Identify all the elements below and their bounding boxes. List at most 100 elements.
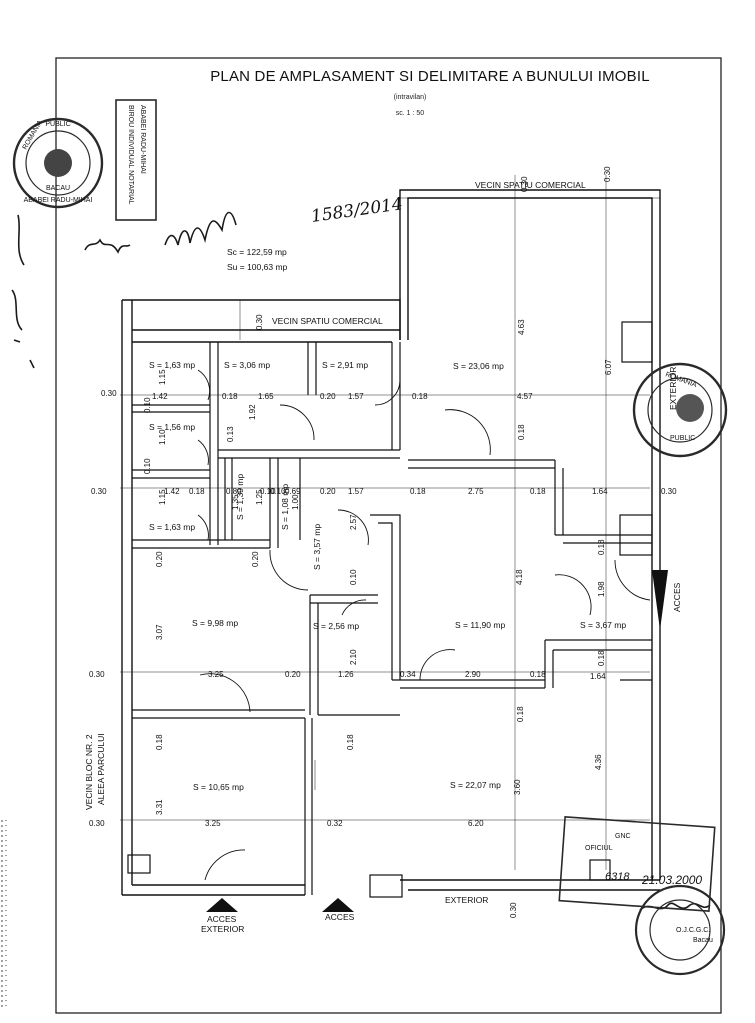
dimension: 0.20: [155, 551, 164, 567]
page-frame: [55, 57, 722, 1014]
access-arrows: [206, 570, 668, 912]
dimension: 1.10: [158, 429, 167, 445]
neighbor-right: EXTERIOR: [668, 367, 678, 410]
dimension: 4.57: [517, 392, 533, 401]
dimension: 3.25: [208, 670, 224, 679]
plan-scale: sc. 1 : 50: [395, 110, 425, 117]
plan-title: PLAN DE AMPLASAMENT SI DELIMITARE A BUNU…: [210, 68, 650, 85]
binding-edge: [1, 820, 7, 1010]
dimension: 1.92: [248, 404, 257, 420]
room-labels: S = 1,63 mp S = 1,56 mp S = 1,63 mp S = …: [149, 360, 626, 792]
stamp-text: PUBLIC: [670, 435, 695, 442]
pillars: [127, 321, 653, 898]
access-right-label: ACCES: [672, 582, 682, 612]
stamp-top-left: ROMANIA ABABEI RADU-MIHAI PUBLIC BACAU: [12, 117, 104, 209]
outer-walls: [121, 189, 661, 896]
room-area: S = 1,63 mp: [149, 360, 195, 370]
dimension: 0.13: [226, 426, 235, 442]
room-area: S = 3,57 mp: [312, 524, 322, 570]
access-arrow-left: [206, 898, 238, 912]
dimension: 1.26: [338, 670, 354, 679]
dimension: 3.60: [513, 779, 522, 795]
stamp-handwritten: 6318: [605, 871, 630, 883]
room-area: S = 9,98 mp: [192, 618, 238, 628]
neighbor-left-1: VECIN BLOC NR. 2: [84, 734, 94, 810]
room-area: S = 1,39 mp: [235, 474, 245, 520]
stamp-text: BIROU INDIVIDUAL NOTARIAL: [127, 105, 134, 205]
access-bottom-left-label-2: EXTERIOR: [201, 924, 244, 934]
stamp-cadastre-box: GNC OFICIUL 6318 21.03.2000: [558, 816, 716, 912]
dimension: 2.57: [349, 514, 358, 530]
dimension: 0.30: [255, 314, 264, 330]
dimension: 0.10: [143, 458, 152, 474]
stamp-text: Bacau: [693, 937, 713, 944]
dimension: 0.30: [603, 166, 612, 182]
stamp-ojcgc: O.J.C.G.C. Bacau: [634, 884, 726, 976]
dimension: 4.36: [594, 754, 603, 770]
dimension: 0.10: [349, 569, 358, 585]
dimension: 1.15: [158, 369, 167, 385]
dimension-labels: 0.30 0.30 0.30 4.63 6.07 4.57 0.18 0.18 …: [89, 166, 677, 918]
dimension: 1.15: [158, 489, 167, 505]
dimension: 1.64: [592, 487, 608, 496]
neighbor-bottom: EXTERIOR: [445, 895, 488, 905]
dimension: 1.57: [348, 487, 364, 496]
dimension: 1.64: [590, 672, 606, 681]
room-area: S = 22,07 mp: [450, 780, 501, 790]
dimension: 1.42: [164, 487, 180, 496]
stamp-notary-box: BIROU INDIVIDUAL NOTARIAL ABABEI RADU-MI…: [115, 99, 157, 221]
neighbor-left-2: ALEEA PARCULUI: [96, 733, 106, 805]
dimension: 6.07: [604, 359, 613, 375]
area-su: Su = 100,63 mp: [227, 262, 288, 272]
access-arrow-right: [652, 570, 668, 630]
stamp-handwritten-date: 21.03.2000: [641, 873, 702, 887]
dimension: 0.20: [320, 392, 336, 401]
dimension: 0.10: [270, 487, 286, 496]
room-area: S = 3,06 mp: [224, 360, 270, 370]
access-bottom-mid-label: ACCES: [325, 912, 355, 922]
stamp-text: OFICIUL: [585, 845, 613, 852]
dimension: 4.18: [515, 569, 524, 585]
dimension: 3.31: [155, 799, 164, 815]
dimension: 0.30: [509, 902, 518, 918]
dimension: 2.10: [349, 649, 358, 665]
dimension: 0.30: [89, 819, 105, 828]
room-area: S = 3,67 mp: [580, 620, 626, 630]
room-area: S = 11,90 mp: [455, 620, 505, 630]
dimension: 0.30: [91, 487, 107, 496]
dimension: 0.30: [101, 389, 117, 398]
room-area: S = 1,08 mp: [280, 484, 290, 530]
dimension: 4.63: [517, 319, 526, 335]
dimension: 0.10: [143, 397, 152, 413]
area-sc: Sc = 122,59 mp: [227, 247, 287, 257]
stamp-right: ROMANIA PUBLIC: [632, 362, 728, 458]
dimension: 1.65: [258, 392, 274, 401]
dimension: 0.80: [226, 487, 242, 496]
dimension: 0.18: [530, 670, 546, 679]
dimension: 2.75: [468, 487, 484, 496]
dimension: 0.32: [327, 819, 343, 828]
handwritten-number: 1583/2014: [310, 194, 404, 227]
access-arrow-mid: [322, 898, 354, 912]
dimension: 0.20: [320, 487, 336, 496]
dimension: 1.00: [291, 494, 300, 510]
dimension: 0.10: [260, 487, 276, 496]
dimension: 0.18: [597, 650, 606, 666]
dimension: 0.69: [285, 487, 301, 496]
dimension: 1.98: [597, 581, 606, 597]
dimension: 2.90: [465, 670, 481, 679]
stamp-text: ABABEI RADU-MIHAI: [139, 105, 146, 174]
dimension: 0.18: [189, 487, 205, 496]
room-area: S = 2,56 mp: [313, 621, 359, 631]
dimension-lines: [120, 175, 650, 870]
plan-subtitle: (intravilan): [393, 94, 427, 101]
dimension: 0.18: [155, 734, 164, 750]
neighbor-top-left: VECIN SPATIU COMERCIAL: [272, 316, 383, 326]
dimension: 0.18: [530, 487, 546, 496]
access-bottom-left-label: ACCES: [207, 914, 237, 924]
dimension: 0.20: [251, 551, 260, 567]
dimension: 0.18: [516, 706, 525, 722]
dimension: 3.25: [205, 819, 221, 828]
room-area: S = 1,56 mp: [149, 422, 195, 432]
